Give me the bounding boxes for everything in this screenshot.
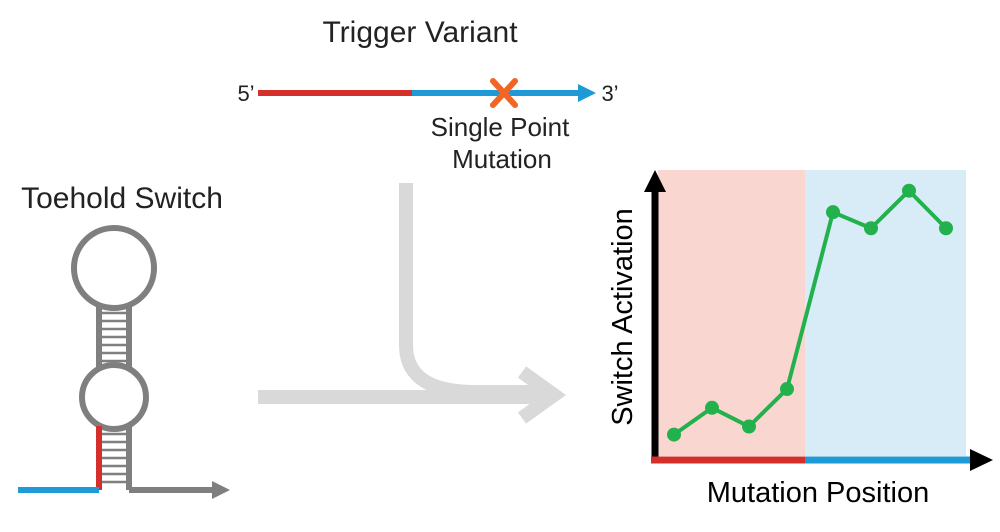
chart-y-axis-arrow: [644, 170, 666, 192]
data-point-5: [826, 205, 840, 220]
data-point-1: [667, 427, 681, 442]
data-point-2: [705, 400, 719, 415]
data-point-3: [742, 419, 756, 434]
mutation-label-line1: Single Point: [431, 112, 571, 142]
data-point-7: [902, 183, 916, 198]
three-prime-label: 3’: [601, 81, 618, 106]
chart-y-label: Switch Activation: [607, 208, 639, 426]
trigger-arrowhead: [578, 84, 596, 102]
mutation-label-line2: Mutation: [452, 144, 552, 174]
flow-arrowhead: [517, 366, 566, 424]
flow-arrow-curved: [399, 183, 545, 399]
series-points: [667, 183, 953, 442]
chart-x-axis-arrow: [970, 449, 993, 471]
trigger-title: Trigger Variant: [322, 16, 518, 49]
data-point-4: [780, 382, 794, 397]
toehold-switch-hairpin: [18, 225, 230, 499]
chart-region-red: [658, 170, 805, 456]
data-point-6: [864, 221, 878, 236]
data-point-8: [939, 221, 953, 236]
chart-x-label: Mutation Position: [707, 477, 929, 509]
toehold-title: Toehold Switch: [21, 182, 223, 215]
five-prime-label: 5’: [237, 81, 254, 106]
switch-activation-chart: Switch Activation Mutation Position: [607, 170, 993, 509]
mutation-x-icon: [490, 78, 518, 108]
